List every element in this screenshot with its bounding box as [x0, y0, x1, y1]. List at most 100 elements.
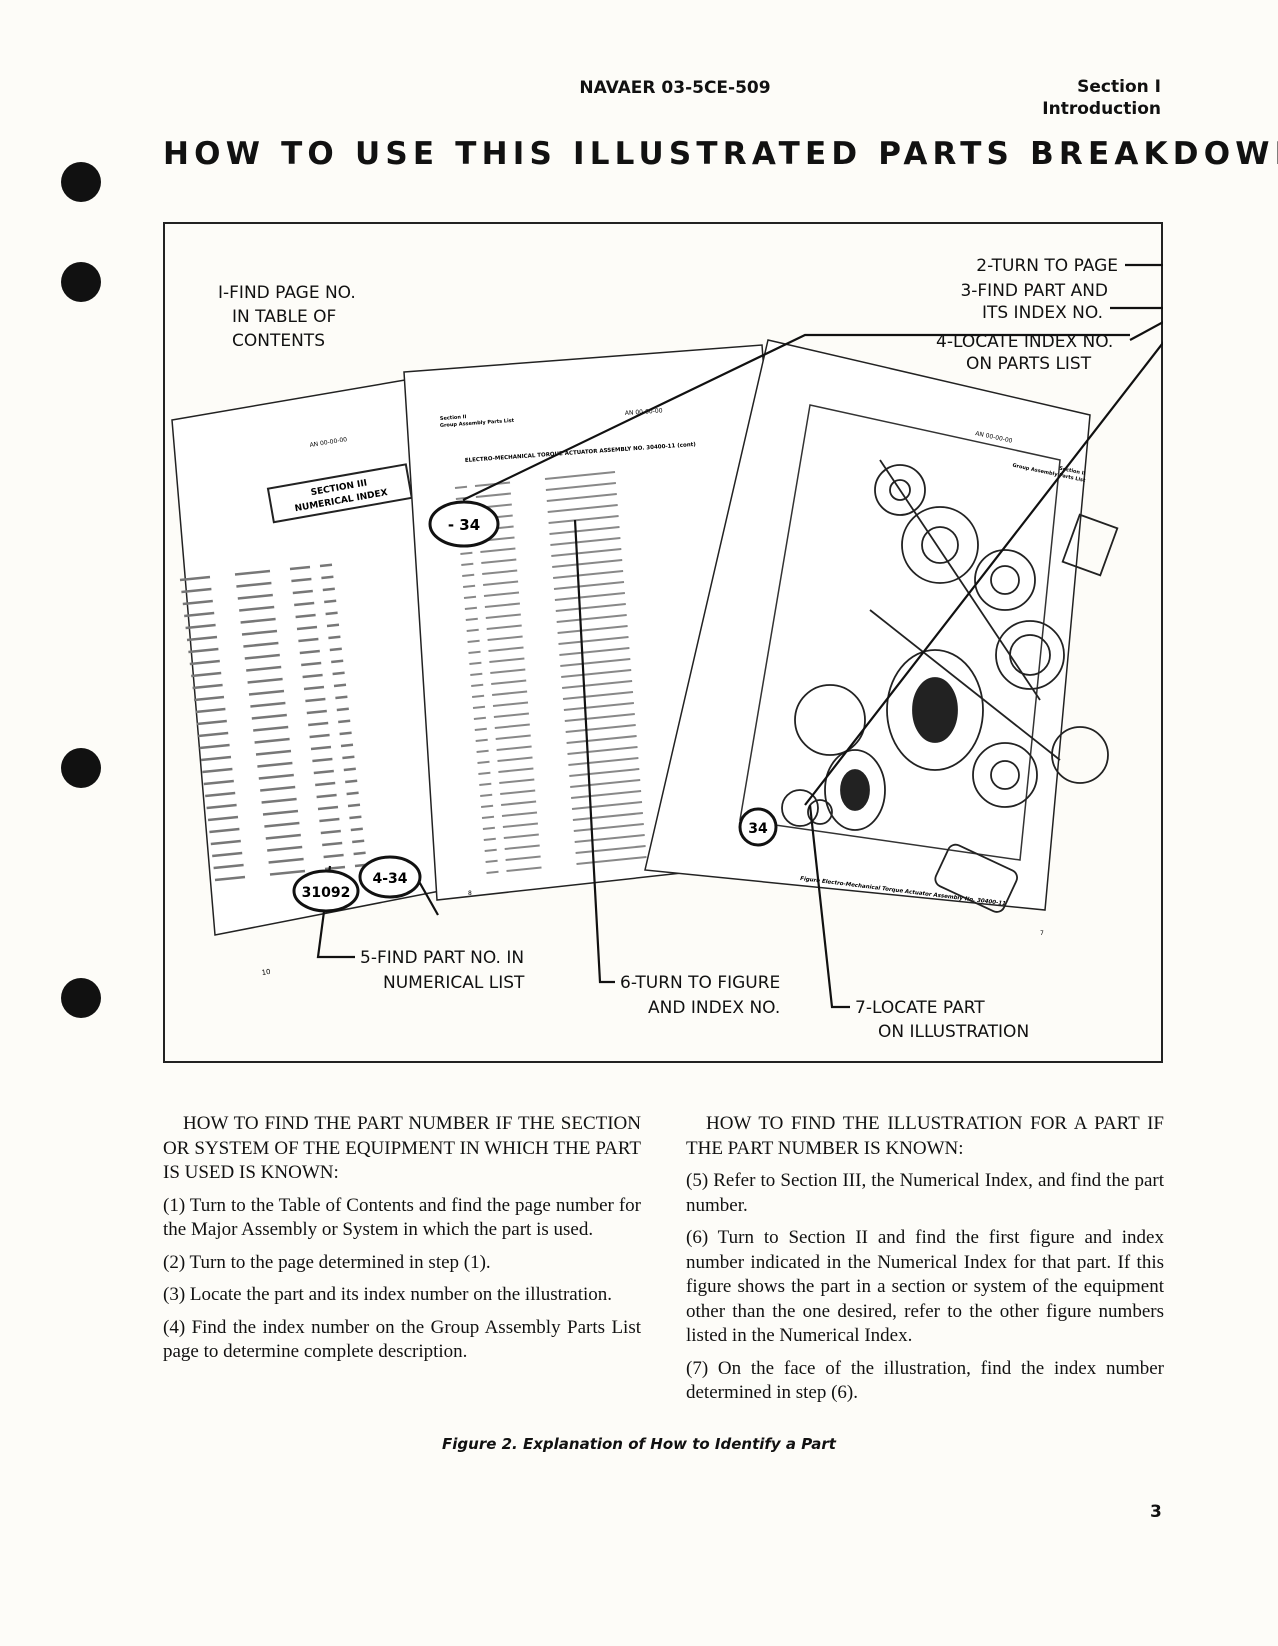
text-line-mark [474, 727, 487, 731]
text-line-mark [483, 591, 520, 597]
text-line-mark [485, 613, 521, 619]
text-line-mark [478, 771, 491, 775]
figure-index-text: 4-34 [372, 871, 407, 887]
step-text: (3) Locate the part and its index number… [163, 1284, 613, 1305]
text-line-mark [181, 587, 212, 594]
text-line-mark [188, 647, 219, 654]
text-line-mark [463, 595, 477, 599]
text-line-mark [557, 625, 628, 634]
text-line-mark [207, 815, 239, 822]
text-line-mark [460, 551, 473, 555]
text-line-mark [501, 800, 537, 806]
text-line-mark [338, 719, 351, 724]
text-line-mark [497, 756, 533, 762]
text-line-mark [195, 707, 226, 714]
text-line-mark [312, 757, 333, 763]
numerical-index-page: AN 00-00-00 SECTION III NUMERICAL INDEX … [171, 379, 446, 977]
text-line-mark [546, 493, 617, 502]
text-line-mark [239, 605, 275, 612]
step2-callout: 2-TURN TO PAGE [976, 256, 1118, 276]
text-line-mark [317, 805, 339, 811]
text-line-mark [481, 558, 517, 564]
text-line-mark [291, 577, 312, 583]
text-line-mark [574, 834, 645, 843]
text-line-mark [262, 809, 299, 816]
text-line-mark [184, 611, 215, 618]
text-line-mark [464, 606, 477, 610]
text-line-mark [345, 779, 358, 784]
exploded-parts-drawing [781, 459, 1119, 913]
text-line-mark [502, 822, 538, 828]
text-line-mark [199, 743, 230, 750]
text-line-mark [493, 712, 529, 718]
step-text: (4) Find the index number on the Group A… [163, 1316, 641, 1363]
callout-text: 7-LOCATE PART [855, 998, 985, 1018]
text-line-mark [298, 637, 319, 643]
text-line-mark [571, 790, 642, 799]
text-line-mark [255, 749, 292, 756]
callout-text: CONTENTS [232, 331, 325, 351]
text-line-mark [491, 679, 527, 685]
text-line-mark [475, 738, 488, 742]
text-line-mark [572, 812, 643, 821]
step-text: (6) Turn to Section II and find the firs… [686, 1227, 1164, 1346]
text-line-mark [573, 823, 644, 832]
callout-text: 6-TURN TO FIGURE [620, 973, 780, 993]
text-line-mark [484, 602, 520, 608]
text-line-mark [313, 769, 334, 775]
text-line-mark [483, 580, 519, 586]
text-line-mark [247, 677, 283, 684]
text-line-mark [472, 705, 486, 709]
text-line-mark [212, 851, 243, 858]
text-line-mark [463, 584, 476, 588]
text-line-mark [506, 866, 542, 872]
illustration-index-marker [738, 807, 778, 847]
text-line-mark [198, 731, 229, 738]
text-line-mark [475, 492, 511, 498]
text-line-mark [487, 635, 523, 641]
text-line-mark [240, 617, 276, 624]
callout-text: ON PARTS LIST [966, 354, 1092, 374]
text-line-mark [294, 601, 315, 607]
text-line-mark [566, 735, 637, 744]
text-line-mark [336, 707, 349, 712]
text-line-mark [234, 569, 271, 576]
callout-text: 5-FIND PART NO. IN [360, 948, 524, 968]
text-line-mark [192, 683, 223, 690]
callout-text: IN TABLE OF [232, 307, 336, 327]
text-line-mark [210, 839, 241, 846]
section-header: Section I Introduction [1042, 76, 1161, 120]
text-line-mark [559, 647, 630, 656]
list-index-marker [428, 500, 500, 548]
section-title: Introduction [1042, 99, 1161, 119]
text-line-mark [322, 587, 335, 592]
step-text: (5) Refer to Section III, the Numerical … [686, 1170, 1164, 1216]
document-id: NAVAER 03-5CE-509 [579, 78, 771, 98]
text-line-mark [565, 724, 636, 733]
text-line-mark [552, 559, 623, 568]
text-line-mark [568, 757, 639, 766]
step7-callout: 7-LOCATE PART ON ILLUSTRATION [855, 998, 1029, 1042]
text-line-mark [495, 734, 531, 740]
text-line-mark [328, 635, 341, 640]
page-title: HOW TO USE THIS ILLUSTRATED PARTS BREAKD… [163, 136, 1278, 172]
text-line-mark [486, 870, 499, 874]
text-line-mark [483, 837, 496, 841]
illustration-frame [739, 404, 1061, 861]
text-line-mark [569, 768, 640, 777]
text-line-mark [268, 857, 304, 864]
text-line-mark [260, 785, 296, 792]
callout-text: NUMERICAL LIST [383, 973, 525, 993]
text-line-mark [461, 562, 474, 566]
page-number: 10 [261, 968, 271, 977]
text-line-mark [544, 471, 616, 480]
text-line-mark [244, 653, 280, 660]
text-line-mark [560, 658, 631, 667]
text-line-mark [248, 689, 285, 696]
text-line-mark [179, 575, 211, 582]
page-subtitle: Group Assembly Parts List [440, 418, 515, 429]
text-line-mark [556, 614, 627, 623]
text-line-mark [465, 617, 478, 621]
left-heading: HOW TO FIND THE PART NUMBER IF THE SECTI… [163, 1113, 641, 1183]
text-line-mark [319, 817, 340, 823]
